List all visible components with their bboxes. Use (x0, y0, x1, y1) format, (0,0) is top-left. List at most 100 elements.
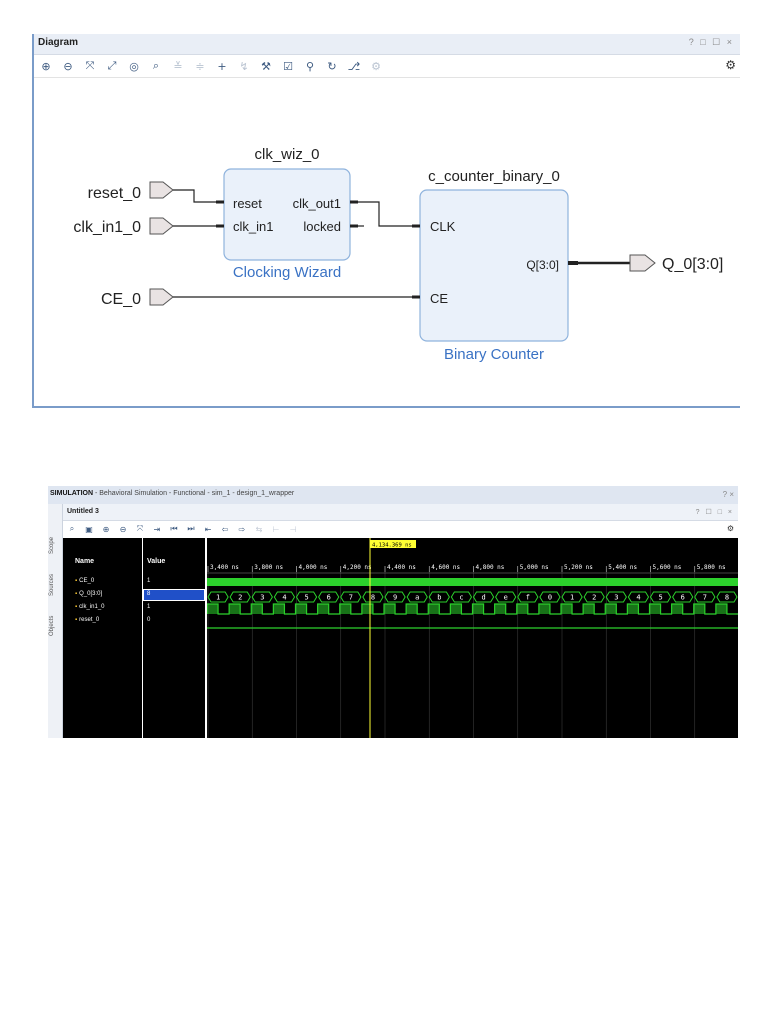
go-first-icon[interactable]: ⏮ (170, 524, 178, 533)
bus-segment (649, 591, 672, 603)
bus-segment (583, 591, 605, 603)
bus-value: f (526, 594, 530, 602)
wave-title-bar: Untitled 3 ? ☐ □ × (63, 504, 738, 521)
clk-high (207, 604, 219, 614)
bus-value: 6 (327, 594, 331, 602)
window-controls[interactable]: ? □ ☐ × (688, 37, 734, 47)
bus-value: 4 (282, 594, 286, 602)
bus-value: 7 (703, 594, 707, 602)
next-marker-icon[interactable]: ⇨ (238, 524, 246, 534)
bus-segment (428, 591, 450, 603)
time-tick-label: 4,200 ns (343, 564, 372, 571)
bus-segment (517, 591, 539, 603)
zoom-out-icon[interactable]: ⊖ (119, 524, 127, 534)
prev-marker-icon[interactable]: ⇦ (221, 524, 229, 534)
clk-high (538, 604, 550, 614)
signal-name-reset-text: reset_0 (79, 617, 100, 623)
clk-high (406, 604, 418, 614)
bus-value: 7 (349, 594, 353, 602)
zoom-in-icon[interactable]: ⊕ (41, 59, 51, 73)
clk-high (428, 604, 440, 614)
diagram-title: Diagram (38, 37, 79, 48)
input-port-clk-in1-0[interactable] (149, 217, 174, 235)
bus-value: 1 (570, 594, 574, 602)
settings-small-icon[interactable]: ⚙ (371, 59, 381, 73)
signal-name-q-text: Q_0[3:0] (79, 591, 103, 597)
clk-high (649, 604, 661, 614)
signal-name-clk[interactable]: ▪clk_in1_0 (75, 604, 105, 610)
refresh-icon[interactable]: ↻ (327, 59, 337, 73)
wave-window: Untitled 3 ? ☐ □ × ⌕ ▣ ⊕ ⊖ ⤧ ⇥ ⏮ ⏭ ⇤ ⇦ ⇨… (63, 504, 738, 738)
wave-toolbar: ⌕ ▣ ⊕ ⊖ ⤧ ⇥ ⏮ ⏭ ⇤ ⇦ ⇨ ⇆ ⊢ ⊣ ⚙ (63, 521, 738, 537)
tab-scope[interactable]: Scope (49, 536, 55, 554)
bus-value: d (481, 594, 485, 602)
name-column: Name ▪CE_0 ▪Q_0[3:0] ▪clk_in1_0 ▪reset_0 (63, 538, 143, 738)
gear-icon[interactable]: ⚙ (725, 58, 736, 72)
swap-cursor-icon[interactable]: ⇆ (255, 524, 263, 534)
output-port-q-0[interactable] (629, 254, 656, 272)
time-tick-label: 4,800 ns (476, 564, 505, 571)
regenerate-icon[interactable]: ☑ (283, 59, 293, 73)
search-icon[interactable]: ⌕ (69, 524, 75, 533)
clk-high (627, 604, 639, 614)
snap-icon[interactable]: ⊢ (272, 524, 280, 534)
fit-selection-icon[interactable]: ⤢ (107, 59, 117, 72)
selected-row-highlight[interactable] (143, 589, 205, 601)
counter-port-clk: CLK (430, 219, 456, 234)
auto-fit-icon[interactable]: ◎ (129, 59, 139, 73)
bus-segment (273, 591, 296, 603)
waveform-area: Name ▪CE_0 ▪Q_0[3:0] ▪clk_in1_0 ▪reset_0… (63, 538, 738, 738)
add-ip-icon[interactable]: + (217, 59, 227, 73)
time-tick-label: 4,600 ns (431, 564, 460, 571)
time-tick-label: 4,400 ns (387, 564, 416, 571)
bus-segment (229, 591, 251, 603)
wrench-icon[interactable]: ⚒ (261, 59, 271, 73)
value-column: Value 1 8 1 0 (143, 538, 207, 738)
help-icon[interactable]: ? × (722, 490, 734, 499)
input-port-ce-0[interactable] (149, 288, 174, 306)
gear-icon[interactable]: ⚙ (726, 524, 734, 533)
bus-value: 9 (393, 594, 397, 602)
tab-objects[interactable]: Objects (49, 615, 55, 636)
search-icon[interactable]: ⌕ (152, 59, 160, 72)
time-tick-label: 3,800 ns (254, 564, 283, 571)
fit-icon[interactable]: ⤧ (85, 59, 95, 72)
signal-value-clk: 1 (147, 604, 151, 610)
add-marker-icon[interactable]: ⇤ (204, 524, 212, 534)
time-tick-label: 5,800 ns (697, 564, 726, 571)
validate-icon[interactable]: ↯ (239, 59, 249, 73)
zoom-fit-icon[interactable]: ⤧ (136, 524, 144, 533)
block-design-canvas: clk_wiz_0 reset clk_in1 clk_out1 locked … (73, 146, 723, 363)
zoom-in-icon[interactable]: ⊕ (102, 524, 110, 534)
collapse-icon[interactable]: ≚ (173, 59, 183, 73)
simulation-title: SIMULATION - Behavioral Simulation - Fun… (50, 490, 294, 497)
counter-block[interactable] (419, 189, 569, 342)
goto-cursor-icon[interactable]: ⇥ (153, 524, 161, 534)
clk-high (384, 604, 396, 614)
route-icon[interactable]: ⎇ (347, 59, 361, 73)
save-icon[interactable]: ▣ (85, 524, 93, 534)
zoom-out-icon[interactable]: ⊖ (63, 59, 73, 73)
restart-icon[interactable]: ⊣ (289, 524, 297, 534)
signal-value-reset: 0 (147, 617, 151, 623)
name-column-header: Name (75, 558, 95, 565)
clk-wiz-port-reset: reset (233, 196, 262, 211)
clk-high (472, 604, 484, 614)
time-tick-label: 5,600 ns (653, 564, 682, 571)
expand-icon[interactable]: ≑ (195, 59, 205, 73)
clk-wiz-block[interactable] (223, 168, 351, 261)
signal-name-ce[interactable]: ▪CE_0 (75, 578, 94, 584)
tab-sources[interactable]: Sources (49, 573, 55, 596)
wave-window-controls[interactable]: ? ☐ □ × (695, 509, 734, 516)
port-label-q-0: Q_0[3:0] (662, 256, 723, 273)
input-port-reset-0[interactable] (149, 181, 174, 199)
bus-segment (495, 591, 517, 603)
signal-name-reset[interactable]: ▪reset_0 (75, 617, 99, 623)
counter-port-ce: CE (430, 291, 448, 306)
pin-icon[interactable]: ⚲ (305, 59, 315, 73)
signal-name-q[interactable]: ▪Q_0[3:0] (75, 591, 102, 597)
go-last-icon[interactable]: ⏭ (187, 524, 195, 533)
bus-value: 4 (636, 594, 640, 602)
cursor-label-bg (370, 540, 416, 548)
